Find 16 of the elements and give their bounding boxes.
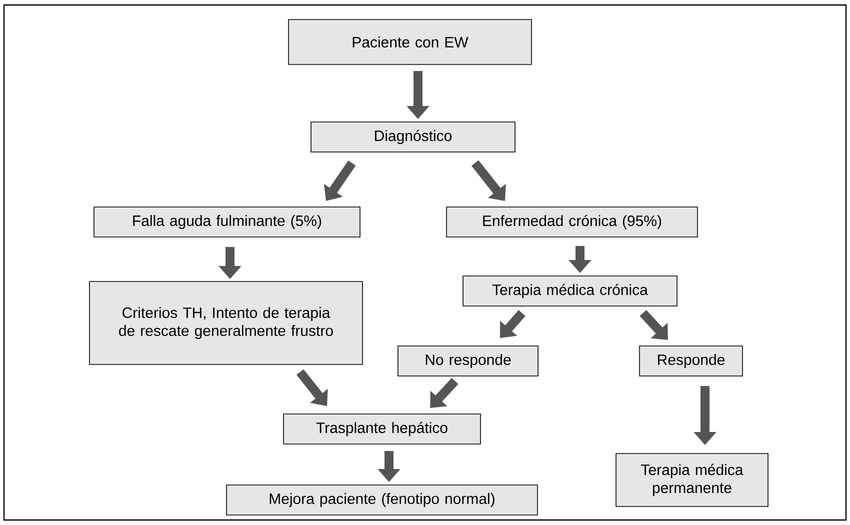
process-box: Enfermedad crónica (95%) xyxy=(446,206,698,238)
process-box: Diagnóstico xyxy=(310,122,516,152)
arrow xyxy=(471,160,506,201)
process-box: Responde xyxy=(639,346,743,376)
arrow xyxy=(296,369,328,406)
process-box: Falla aguda fulminante (5%) xyxy=(94,206,360,238)
process-box: Paciente con EW xyxy=(288,19,532,65)
arrow xyxy=(430,378,458,408)
arrow xyxy=(640,310,668,340)
process-box: No responde xyxy=(398,346,538,376)
process-box: Trasplante hepático xyxy=(283,414,481,444)
process-box: Terapia médica crónica xyxy=(462,276,678,306)
process-box: Terapia médica permanente xyxy=(616,453,768,507)
arrow xyxy=(500,310,526,338)
process-box: Mejora paciente (fenotipo normal) xyxy=(226,484,538,516)
process-box: Criterios TH, Intento de terapia de rescate generalmente frustro xyxy=(89,281,363,365)
